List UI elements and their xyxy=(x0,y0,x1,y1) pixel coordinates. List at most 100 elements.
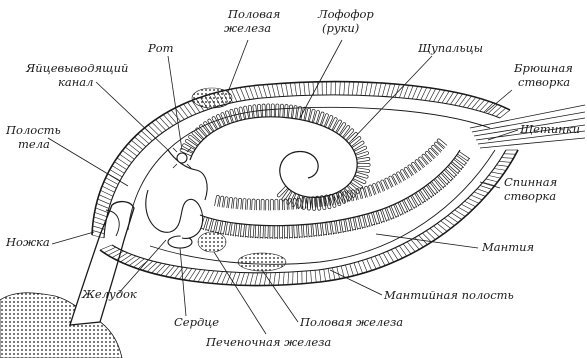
label-lophophore-line2: (руки) xyxy=(322,21,359,35)
shell-hatch-line xyxy=(374,83,377,96)
shell-hatch-line xyxy=(501,158,513,159)
tentacle xyxy=(437,139,447,148)
tentacle xyxy=(354,146,367,154)
shell-hatch-line xyxy=(497,165,509,166)
tentacle xyxy=(235,223,240,236)
tentacle xyxy=(308,224,312,237)
shell-hatch-line xyxy=(231,89,237,102)
shell-hatch-line xyxy=(188,102,196,114)
tentacle xyxy=(397,172,405,183)
shell-hatch-line xyxy=(98,199,110,204)
tentacle xyxy=(225,222,230,235)
shell-hatch-line xyxy=(258,85,262,98)
label-lophophore-line1: Лофофор xyxy=(317,7,374,21)
tentacle xyxy=(293,106,298,119)
tentacle xyxy=(416,191,426,204)
tentacle xyxy=(435,176,446,188)
label-oviduct-line2: канал xyxy=(58,75,93,89)
tentacle xyxy=(317,223,321,236)
shell-hatch-line xyxy=(499,161,511,162)
shell-hatch-line xyxy=(159,117,169,128)
shell-hatch-line xyxy=(463,96,471,107)
shell-hatch-line xyxy=(281,83,284,96)
tentacle xyxy=(183,144,195,152)
tentacle xyxy=(266,199,269,210)
shell-hatch-line xyxy=(125,147,137,156)
label-mouth: Рот xyxy=(147,41,174,55)
shell-hatch-line xyxy=(278,272,279,285)
tentacle xyxy=(276,104,279,117)
gonad-upper xyxy=(192,88,232,108)
shell-hatch-line xyxy=(367,259,372,271)
tentacle xyxy=(230,223,235,236)
tentacle xyxy=(317,112,324,125)
tentacle xyxy=(267,104,270,117)
shell-hatch-line xyxy=(408,86,413,99)
shell-hatch-line xyxy=(335,82,336,95)
tentacle xyxy=(313,111,319,124)
tentacle xyxy=(275,226,278,239)
tentacle xyxy=(284,226,287,239)
shell-hatch-line xyxy=(161,265,170,275)
shell-hatch-line xyxy=(395,248,402,259)
dorsal-valve-inner xyxy=(112,150,506,273)
shell-hatch-line xyxy=(306,271,307,283)
shell-hatch-line xyxy=(304,82,305,95)
tentacle xyxy=(348,183,359,193)
shell-hatch-line xyxy=(365,82,367,95)
shell-hatch-line xyxy=(179,106,188,118)
tentacle xyxy=(307,197,311,208)
shell-hatch-line xyxy=(354,263,358,275)
shell-hatch-line xyxy=(391,249,398,260)
shell-hatch-line xyxy=(245,273,249,286)
tentacle xyxy=(228,197,232,208)
shell-hatch-line xyxy=(451,213,462,220)
tentacle xyxy=(287,192,295,204)
shell-hatch-line xyxy=(471,195,482,200)
shell-hatch-line xyxy=(141,131,152,141)
shell-hatch-line xyxy=(387,251,394,262)
shell-hatch-line xyxy=(165,266,174,277)
shell-hatch-line xyxy=(352,82,354,95)
tentacle xyxy=(289,225,292,238)
shell-hatch-line xyxy=(100,190,112,196)
shell-hatch-line xyxy=(241,273,245,286)
tentacle xyxy=(220,221,225,234)
shell-hatch-line xyxy=(337,267,340,279)
shell-hatch-line xyxy=(417,87,423,100)
tentacle xyxy=(404,167,412,177)
shell-hatch-line xyxy=(286,83,288,96)
shell-hatch-line xyxy=(274,273,276,286)
label-stomach: Желудок xyxy=(81,287,137,301)
shell-hatch-line xyxy=(476,100,485,110)
shell-hatch-line xyxy=(255,273,258,286)
shell-hatch-line xyxy=(459,95,467,106)
shell-hatch-line xyxy=(471,99,480,109)
tentacle xyxy=(391,205,399,218)
tentacle xyxy=(412,193,421,206)
shell-hatch-line xyxy=(455,94,463,105)
shell-hatch-line xyxy=(249,86,254,99)
shell-hatch-line xyxy=(125,256,136,264)
tentacle xyxy=(432,145,441,154)
tentacle xyxy=(347,132,358,143)
shell-hatch-line xyxy=(135,137,146,147)
tentacle xyxy=(288,105,292,118)
tentacle xyxy=(419,157,428,167)
tentacle xyxy=(250,225,254,238)
tentacle xyxy=(311,197,315,208)
tentacle xyxy=(400,200,408,213)
tentacle xyxy=(219,196,224,207)
tentacle xyxy=(336,220,341,233)
tentacle xyxy=(215,195,220,206)
tentacle xyxy=(313,224,317,237)
tentacle xyxy=(212,117,220,129)
tentacle xyxy=(404,198,413,211)
tentacle xyxy=(238,198,242,209)
gonad-lower xyxy=(238,253,286,271)
lophophore-arm xyxy=(190,117,357,197)
shell-hatch-line xyxy=(450,93,458,104)
shell-hatch-line xyxy=(245,87,250,100)
tentacle xyxy=(345,218,350,231)
tentacle xyxy=(252,199,255,210)
